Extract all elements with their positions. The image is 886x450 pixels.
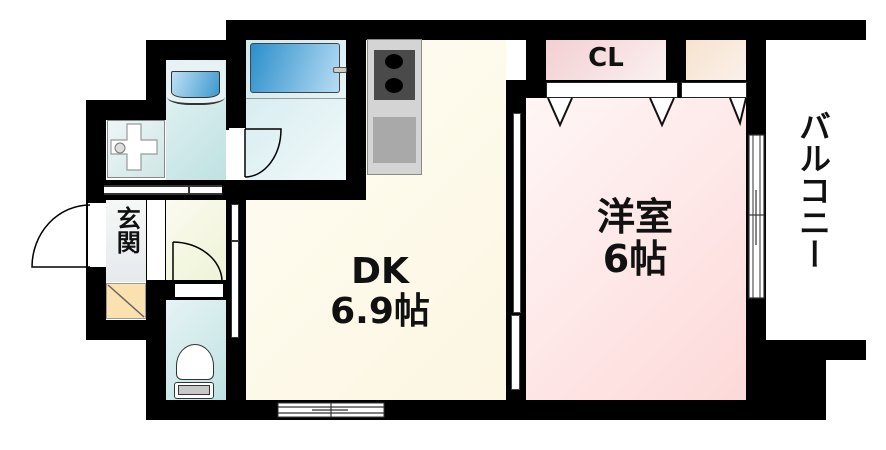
wall [146, 280, 166, 420]
burner-icon [385, 78, 403, 93]
entrance-label: 玄関 [112, 206, 141, 254]
western-room [526, 98, 748, 400]
western-room-name: 洋室 [596, 195, 673, 239]
wall [146, 200, 166, 280]
washing-machine-drain-icon [110, 123, 158, 171]
wall [226, 37, 246, 130]
sink [373, 117, 416, 163]
western-room-label: 洋室 6帖 [560, 195, 710, 281]
closet [546, 40, 666, 80]
hall-sliding-door[interactable] [231, 204, 239, 338]
wall [666, 40, 686, 82]
washbasin-bowl [171, 71, 220, 98]
toilet-tank-lid [178, 385, 210, 395]
shoe-box-diagonal-icon [107, 284, 145, 318]
wall [346, 37, 366, 200]
wall [766, 360, 826, 420]
bath-faucet-icon [333, 67, 347, 73]
wall [146, 40, 246, 60]
closet-label: CL [588, 43, 624, 73]
closet-door-markers-icon [547, 97, 747, 128]
western-room-sliding-door[interactable] [513, 113, 521, 313]
dk-label: DK 6.9帖 [300, 252, 460, 331]
western-room-sliding-door-2[interactable] [511, 315, 520, 390]
wall [226, 20, 866, 40]
hall [166, 200, 226, 280]
dk-window-icon[interactable] [277, 402, 386, 418]
closet-sliding-door[interactable] [546, 82, 678, 98]
toilet-bowl [176, 344, 214, 380]
dk-name: DK [351, 251, 409, 292]
dk-size: 6.9帖 [330, 290, 430, 332]
burner-icon [385, 54, 403, 69]
balcony-label: バルコニー [794, 110, 832, 270]
wall [526, 40, 546, 98]
entrance [106, 200, 146, 282]
bathroom-floor-divider [246, 98, 346, 99]
bathroom-door-icon[interactable] [229, 128, 289, 180]
storage-sliding-door[interactable] [681, 82, 747, 98]
western-room-size: 6帖 [602, 236, 668, 281]
toilet-door-icon[interactable] [170, 240, 226, 300]
wall [746, 340, 866, 360]
bathtub [250, 43, 340, 93]
door-track-divider [188, 185, 190, 195]
wall [86, 100, 166, 120]
storage-closet [686, 40, 746, 80]
entrance-door-icon[interactable] [30, 203, 110, 269]
wall [146, 400, 826, 420]
balcony-window-icon[interactable] [748, 134, 765, 299]
washroom-sliding-door[interactable] [104, 185, 222, 195]
door-track-divider [231, 240, 239, 242]
